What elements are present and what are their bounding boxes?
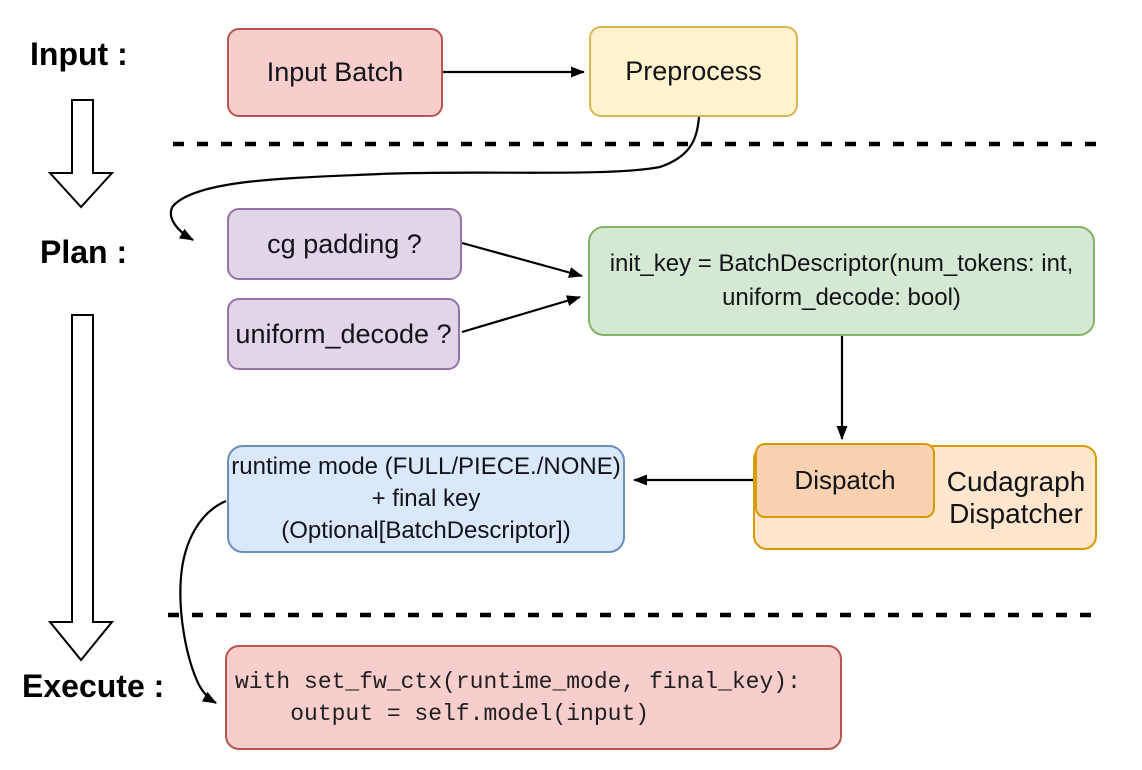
node-dispatch-label: Dispatch — [794, 465, 896, 495]
node-init-key-line2: uniform_decode: bool) — [722, 284, 961, 311]
node-input-batch: Input Batch — [227, 28, 443, 117]
execute-code-line1: with set_fw_ctx(runtime_mode, final_key)… — [235, 668, 801, 695]
block-arrow-down-input — [47, 99, 115, 209]
node-preprocess: Preprocess — [589, 26, 798, 117]
node-input-batch-label: Input Batch — [266, 57, 404, 87]
section-label-execute: Execute : — [22, 668, 165, 704]
connector-uniformdecode-to-initkey — [461, 295, 581, 334]
node-runtime-mode: runtime mode (FULL/PIECE./NONE) + final … — [227, 445, 625, 553]
node-dispatch: Dispatch — [755, 443, 935, 518]
node-execute-code: with set_fw_ctx(runtime_mode, final_key)… — [225, 645, 842, 750]
connector-runtimemode-to-executecode — [179, 499, 227, 704]
node-uniform-decode-label: uniform_decode ? — [235, 318, 452, 349]
node-init-key: init_key = BatchDescriptor(num_tokens: i… — [588, 226, 1095, 336]
connector-cgpadding-to-initkey — [461, 241, 583, 278]
node-preprocess-label: Preprocess — [625, 56, 762, 86]
node-runtime-mode-line1: runtime mode (FULL/PIECE./NONE) — [231, 453, 621, 480]
cudagraph-line1: Cudagraph — [946, 465, 1086, 497]
node-runtime-mode-line2: + final key (Optional[BatchDescriptor]) — [281, 485, 571, 544]
section-label-input: Input : — [30, 36, 128, 72]
node-cg-padding: cg padding ? — [227, 208, 462, 280]
execute-code-line2: output = self.model(input) — [235, 700, 650, 727]
section-label-plan: Plan : — [40, 234, 128, 270]
block-arrow-down-plan — [47, 314, 115, 662]
node-cudagraph-dispatcher-label: Cudagraph Dispatcher — [935, 445, 1097, 550]
cudagraph-line2: Dispatcher — [949, 497, 1083, 529]
node-init-key-line1: init_key = BatchDescriptor(num_tokens: i… — [609, 250, 1074, 277]
node-cg-padding-label: cg padding ? — [267, 228, 422, 259]
node-uniform-decode: uniform_decode ? — [227, 298, 460, 370]
